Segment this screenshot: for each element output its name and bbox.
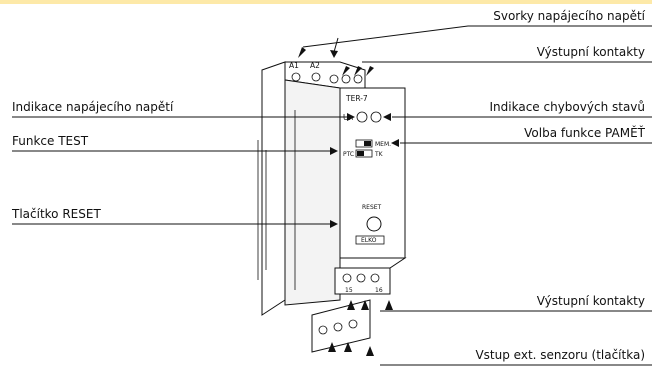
terminal-screw-16 [356, 273, 366, 283]
labels: Svorky napájecího napětí Výstupní kontak… [11, 9, 646, 362]
callout-arrow-reset [330, 220, 338, 228]
device-lower-step [339, 257, 407, 269]
callout-arrow-supply-a2 [330, 50, 338, 58]
callout-arrow-output-2 [354, 66, 362, 76]
callout-arrow-test [330, 147, 338, 155]
reset-label: RESET [362, 204, 382, 211]
callout-arrow-output-bottom-1 [347, 300, 355, 310]
label-error-indication: Indikace chybových stavů [490, 100, 645, 114]
terminal-screw-18 [370, 273, 380, 283]
terminal-screw-sensor-2 [333, 322, 343, 332]
dip-lever-mem [364, 141, 371, 146]
terminal-screw-4 [341, 74, 351, 84]
label-output-contacts-bottom: Výstupní kontakty [537, 294, 645, 308]
device-model-label: TER-7 [345, 94, 368, 103]
terminal-screw-a2 [311, 72, 321, 82]
callouts [12, 25, 652, 366]
label-output-contacts-top: Výstupní kontakty [537, 45, 645, 59]
callout-arrow-supply-indication [347, 113, 355, 121]
callout-arrow-supply-a1 [298, 47, 306, 58]
callout-arrow-sensor-2 [344, 342, 352, 352]
error-led-icon [370, 111, 382, 123]
terminal-15-label: 15 [345, 287, 353, 294]
terminal-screw-5 [353, 74, 363, 84]
callout-arrow-error-indication [383, 113, 391, 121]
relay-device: A1 A2 TER-7 Un MEM. PTC TK RESET ELKO 15… [257, 61, 407, 353]
terminal-screw-3 [329, 74, 339, 84]
callout-line-supply-a2 [333, 37, 339, 53]
callout-arrow-output-bottom-3 [385, 300, 393, 310]
dip-switch-ptc[interactable] [355, 149, 373, 158]
label-sensor-input: Vstup ext. senzoru (tlačítka) [475, 348, 645, 362]
callout-line-supply-terminals [302, 25, 652, 48]
terminal-a2-label: A2 [310, 61, 320, 70]
lower-terminal-block [311, 299, 371, 353]
terminal-16-label: 16 [375, 287, 383, 294]
device-back-body [261, 61, 286, 316]
callout-arrow-output-3 [366, 66, 374, 76]
callout-arrow-sensor-3 [366, 346, 374, 356]
terminal-screw-sensor-1 [318, 325, 328, 335]
dip-lever-ptc [357, 151, 364, 156]
top-accent-bar [0, 0, 652, 4]
mem-label: MEM. [375, 141, 391, 148]
callout-arrow-output-bottom-2 [361, 300, 369, 310]
label-test-function: Funkce TEST [12, 134, 89, 148]
brand-plate [355, 235, 385, 245]
reset-button[interactable] [366, 216, 382, 232]
label-supply-terminals: Svorky napájecího napětí [493, 9, 645, 23]
supply-led-icon [356, 111, 368, 123]
terminal-screw-sensor-3 [348, 319, 358, 329]
label-supply-indication: Indikace napájecího napětí [12, 100, 174, 114]
ptc-label: PTC [343, 151, 354, 158]
device-side-body [284, 79, 341, 306]
terminal-screw-a1 [291, 72, 301, 82]
callout-arrow-memory [391, 139, 399, 147]
callout-arrow-output-1 [342, 66, 350, 76]
dip-switch-mem[interactable] [355, 139, 373, 148]
callout-arrow-sensor-1 [328, 342, 336, 352]
terminal-a1-label: A1 [289, 61, 299, 70]
label-memory-function: Volba funkce PAMĚŤ [524, 125, 646, 140]
brand-label: ELKO [361, 237, 377, 244]
terminal-screw-15 [342, 273, 352, 283]
label-reset-button: Tlačítko RESET [11, 207, 101, 221]
tk-label: TK [374, 151, 384, 158]
